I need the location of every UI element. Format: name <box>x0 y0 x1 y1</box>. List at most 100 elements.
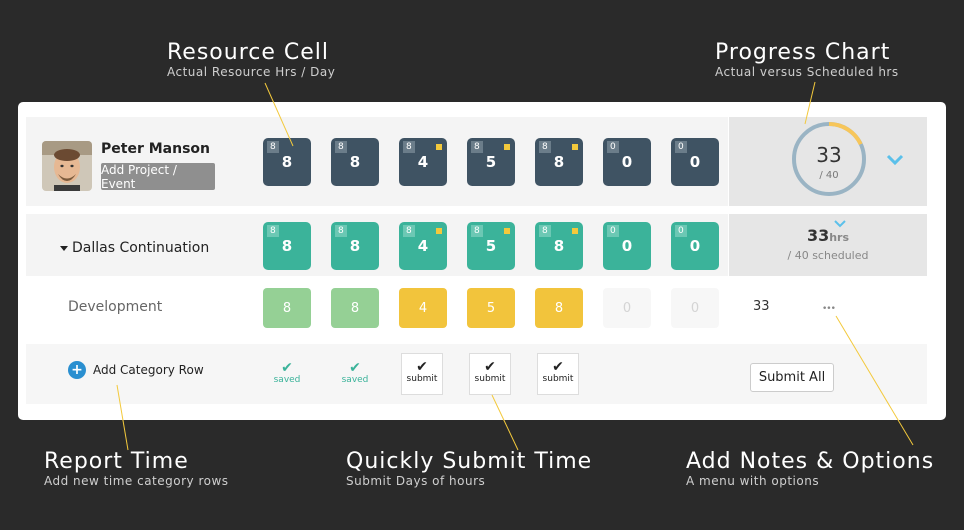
scheduled-hours: 0 <box>607 225 619 237</box>
callout-notes-options: Add Notes & Options A menu with options <box>686 449 935 489</box>
note-flag-icon <box>504 144 510 150</box>
saved-status: ✔saved <box>333 361 377 385</box>
checkmark-icon: ✔ <box>552 359 564 375</box>
add-category-button[interactable]: + Add Category Row <box>68 361 204 379</box>
actual-hours: 8 <box>281 237 293 255</box>
actual-hours: 5 <box>485 237 497 255</box>
callout-title: Resource Cell <box>167 40 330 65</box>
scheduled-hours: 8 <box>471 225 483 237</box>
callout-quick-submit: Quickly Submit Time Submit Days of hours <box>346 449 593 489</box>
actual-hours: 4 <box>417 237 429 255</box>
project-scheduled: / 40 scheduled <box>787 249 869 262</box>
saved-status: ✔saved <box>265 361 309 385</box>
note-flag-icon <box>436 144 442 150</box>
scheduled-hours: 8 <box>539 141 551 153</box>
project-name: Dallas Continuation <box>72 240 210 256</box>
progress-scheduled: / 40 <box>819 170 839 181</box>
category-total: 33 <box>753 299 770 314</box>
scheduled-hours: 0 <box>675 141 687 153</box>
add-category-label: Add Category Row <box>93 363 204 377</box>
category-hours-cell[interactable]: 8 <box>263 288 311 328</box>
note-flag-icon <box>572 228 578 234</box>
actual-hours: 8 <box>281 153 293 171</box>
callout-resource-cell: Resource Cell Actual Resource Hrs / Day <box>167 40 335 80</box>
callout-subtitle: Add new time category rows <box>44 474 229 488</box>
chevron-down-icon[interactable] <box>833 219 847 229</box>
project-toggle[interactable]: Dallas Continuation <box>60 240 209 256</box>
submit-day-button[interactable]: ✔submit <box>469 353 511 395</box>
callout-title: Add Notes & Options <box>686 449 935 474</box>
avatar <box>42 141 92 191</box>
note-flag-icon <box>436 228 442 234</box>
scheduled-hours: 8 <box>267 225 279 237</box>
scheduled-hours: 8 <box>403 225 415 237</box>
progress-ring <box>792 122 866 196</box>
callout-subtitle: Actual versus Scheduled hrs <box>715 65 899 79</box>
actual-hours: 8 <box>349 153 361 171</box>
status-label: submit <box>474 374 506 384</box>
project-summary: 33hrs / 40 scheduled <box>729 226 927 262</box>
project-hours-unit: hrs <box>829 231 850 244</box>
project-summary-area <box>729 214 927 276</box>
actual-hours: 8 <box>553 153 565 171</box>
actual-hours: 5 <box>485 153 497 171</box>
callout-title: Quickly Submit Time <box>346 449 593 474</box>
submit-day-button[interactable]: ✔submit <box>537 353 579 395</box>
status-label: submit <box>542 374 574 384</box>
resource-name: Peter Manson <box>101 141 210 157</box>
category-hours-cell[interactable]: 8 <box>535 288 583 328</box>
submit-day-button[interactable]: ✔submit <box>401 353 443 395</box>
category-hours-cell[interactable]: 8 <box>331 288 379 328</box>
progress-actual: 33 <box>816 143 842 167</box>
actual-hours: 8 <box>349 237 361 255</box>
callout-progress-chart: Progress Chart Actual versus Scheduled h… <box>715 40 899 80</box>
scheduled-hours: 8 <box>335 141 347 153</box>
options-menu-icon[interactable]: ••• <box>822 304 836 314</box>
callout-title: Progress Chart <box>715 40 891 65</box>
category-hours-cell[interactable]: 4 <box>399 288 447 328</box>
callout-subtitle: A menu with options <box>686 474 820 488</box>
actual-hours: 8 <box>553 237 565 255</box>
actual-hours: 4 <box>417 153 429 171</box>
chevron-down-icon[interactable] <box>886 154 904 166</box>
progress-fill <box>792 122 866 196</box>
checkmark-icon: ✔ <box>416 359 428 375</box>
scheduled-hours: 8 <box>539 225 551 237</box>
category-hours-cell[interactable]: 0 <box>603 288 651 328</box>
actual-hours: 0 <box>621 153 633 171</box>
callout-report-time: Report Time Add new time category rows <box>44 449 229 489</box>
scheduled-hours: 8 <box>471 141 483 153</box>
submit-all-button[interactable]: Submit All <box>750 363 834 392</box>
status-label: submit <box>406 374 438 384</box>
callout-title: Report Time <box>44 449 189 474</box>
scheduled-hours: 0 <box>675 225 687 237</box>
category-hours-cell[interactable]: 0 <box>671 288 719 328</box>
callout-subtitle: Submit Days of hours <box>346 474 486 488</box>
status-label: saved <box>273 375 301 385</box>
add-project-button[interactable]: Add Project / Event <box>101 163 215 191</box>
plus-icon: + <box>68 361 86 379</box>
actual-hours: 0 <box>689 153 701 171</box>
scheduled-hours: 8 <box>403 141 415 153</box>
status-label: saved <box>341 375 369 385</box>
project-hours: 33 <box>806 226 830 245</box>
caret-down-icon <box>60 245 68 251</box>
scheduled-hours: 8 <box>335 225 347 237</box>
actual-hours: 0 <box>689 237 701 255</box>
category-hours-cell[interactable]: 5 <box>467 288 515 328</box>
scheduled-hours: 0 <box>607 141 619 153</box>
